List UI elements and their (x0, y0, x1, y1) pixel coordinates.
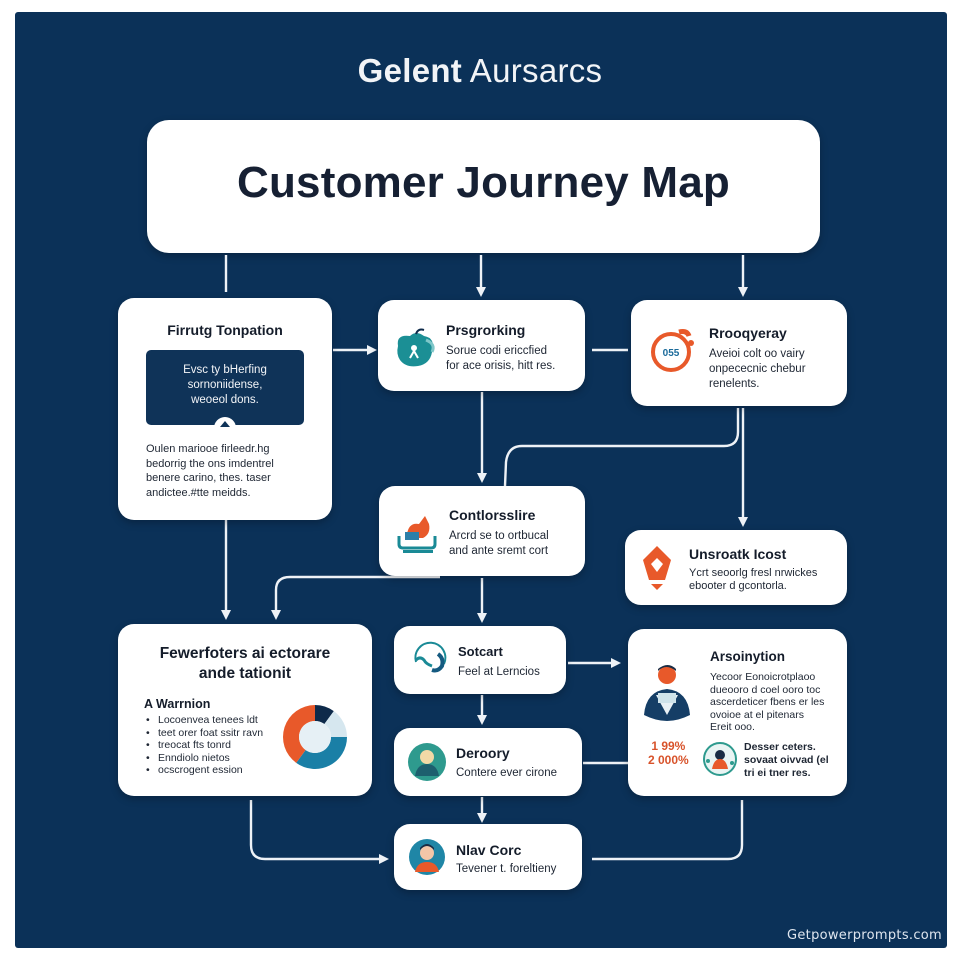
heading-line: Fewerfoters ai ectorare (159, 645, 331, 662)
donut-slice-light-blue (324, 711, 347, 737)
body-line: tri ei tner res. (744, 767, 811, 779)
body-line: Yecoor Eonoicrotplaoo (710, 671, 816, 683)
donut-hole (299, 721, 331, 753)
body-line: benere carino, thes. taser (146, 472, 271, 484)
bullet-item: teet orer foat ssitr ravn (144, 727, 284, 740)
node-heading: Arsoinytion (710, 649, 786, 664)
node-fewerfoters[interactable]: Fewerfoters ai ectorare ande tationit A … (118, 624, 372, 796)
body-line: dueooro d coel ooro toc (710, 683, 821, 696)
node-contlorsslire[interactable]: Contlorsslire Arcrd se to ortbucal and a… (379, 486, 585, 576)
watermark: Getpowerprompts.com (787, 928, 942, 943)
donut-slice-navy (315, 705, 334, 725)
bullet-item: treocat fts tonrd (144, 739, 284, 752)
node-heading: Unsroatk Icost (689, 546, 787, 562)
body-line: for ace orisis, hitt res. (446, 360, 556, 372)
node-heading: Sotcart (458, 644, 503, 659)
bullet-list: Locoenvea tenees ldt teet orer foat ssit… (144, 714, 284, 777)
node-body: Feel at Lerncios (458, 666, 540, 678)
node-prsgrorking[interactable]: Prsgrorking Sorue codi ericcfied for ace… (378, 300, 585, 391)
callout-box: Evsc ty bHerfing sornoniidense, weoeol d… (146, 350, 304, 433)
gauge-label: 055 (663, 348, 680, 359)
user-avatar-icon (408, 743, 446, 781)
donut-chart-icon (283, 705, 347, 769)
bullet-item: Locoenvea tenees ldt (144, 714, 284, 727)
body-line: ebooter d gcontorla. (689, 580, 787, 592)
brand-title-bold: Gelent (357, 52, 463, 89)
node-arsoinytion[interactable]: Arsoinytion Yecoor Eonoicrotplaoo dueoor… (628, 629, 847, 796)
diagram-title: Customer Journey Map (237, 158, 730, 207)
body-line: Desser ceters. (744, 741, 816, 753)
node-heading: Firrutg Tonpation (167, 322, 283, 338)
body-line: sovaat oivvad (el (744, 754, 829, 766)
node-unsroatk-icost[interactable]: Unsroatk Icost Ycrt seoorlg fresl nrwick… (625, 530, 847, 605)
body-line: ovoioe at el pitenars (710, 708, 804, 721)
node-sotcart[interactable]: Sotcart Feel at Lerncios (394, 626, 566, 694)
callout-line: weoeol dons. (191, 394, 259, 406)
node-heading: Fewerfoters ai ectorare ande tationit (118, 644, 372, 684)
node-heading: Rrooqyeray (709, 325, 787, 341)
bullet-item-continued: ocscrogent ession (144, 764, 284, 777)
body-line: Ereit ooo. (710, 721, 755, 733)
node-body: Aveioi colt oo vairy onpececnic chebur r… (709, 347, 806, 392)
body-line: Aveioi colt oo vairy (709, 348, 805, 360)
node-body: Arcrd se to ortbucal and ante sremt cort (449, 529, 549, 559)
body-line: Arcrd se to ortbucal (449, 530, 549, 542)
node-subheading: A Warrnion (144, 697, 211, 711)
orange-cycle-gauge-icon: 055 (651, 329, 694, 372)
body-line: Oulen mariooe firleedr.hg (146, 443, 270, 455)
body-line: onpececnic chebur (709, 363, 806, 375)
donut-slice-teal (296, 737, 347, 769)
body-line: Ycrt seoorlg fresl nrwickes (689, 567, 818, 579)
heading-line: ande tationit (198, 665, 292, 682)
node-body: Yecoor Eonoicrotplaoo dueooro d coel oor… (710, 671, 824, 734)
node-deroory[interactable]: Deroory Contere ever cirone (394, 728, 582, 796)
teal-person-icon (397, 328, 435, 367)
stats: 1 99% 2 000% (648, 739, 689, 767)
node-body: Oulen mariooe firleedr.hg bedorrig the o… (146, 442, 326, 500)
sub-body: Desser ceters. sovaat oivvad (el tri ei … (744, 741, 829, 780)
shopping-basket-icon (397, 516, 437, 553)
body-line: and ante sremt cort (449, 545, 549, 557)
brand-title: Gelent Aursarcs (0, 52, 960, 90)
body-line: ascerdeticer fbens er les (710, 696, 825, 708)
orange-diamond-tag-icon (643, 546, 671, 590)
stat-value: 1 99% (651, 739, 686, 753)
node-heading: Contlorsslire (449, 507, 536, 523)
body-line: bedorrig the ons imdentrel (146, 457, 274, 470)
agent-at-laptop-icon (644, 665, 690, 721)
phone-support-icon (414, 641, 447, 673)
title-card: Customer Journey Map (147, 120, 820, 253)
node-body: Sorue codi ericcfied for ace orisis, hit… (446, 344, 555, 374)
globe-user-icon (703, 742, 737, 776)
callout-caret-icon (214, 417, 236, 433)
node-body: Contere ever cirone (456, 767, 557, 779)
node-body: Tevener t. foreltieny (456, 863, 557, 875)
node-heading: Prsgrorking (446, 322, 526, 338)
node-rrooqyeray[interactable]: 055 Rrooqyeray Aveioi colt oo vairy onpe… (631, 300, 847, 406)
node-nlav-core[interactable]: Nlav Corc Tevener t. foreltieny (394, 824, 582, 890)
bullet-item: Enndiolo nietos (144, 752, 284, 765)
body-line: renelents. (709, 378, 760, 390)
body-line: andictee.#tte meidds. (146, 486, 251, 499)
node-first-temptation[interactable]: Firrutg Tonpation Evsc ty bHerfing sorno… (118, 298, 332, 520)
body-line: Sorue codi ericcfied (446, 345, 547, 357)
callout-line: sornoniidense, (187, 379, 263, 391)
callout-line: Evsc ty bHerfing (183, 364, 267, 376)
brand-title-light: Aursarcs (469, 52, 603, 89)
stat-value: 2 000% (648, 753, 689, 767)
customer-avatar-icon (409, 839, 445, 875)
node-body: Ycrt seoorlg fresl nrwickes ebooter d gc… (689, 567, 817, 593)
node-heading: Nlav Corc (456, 842, 522, 858)
donut-slice-orange (283, 705, 315, 763)
node-heading: Deroory (456, 745, 510, 761)
